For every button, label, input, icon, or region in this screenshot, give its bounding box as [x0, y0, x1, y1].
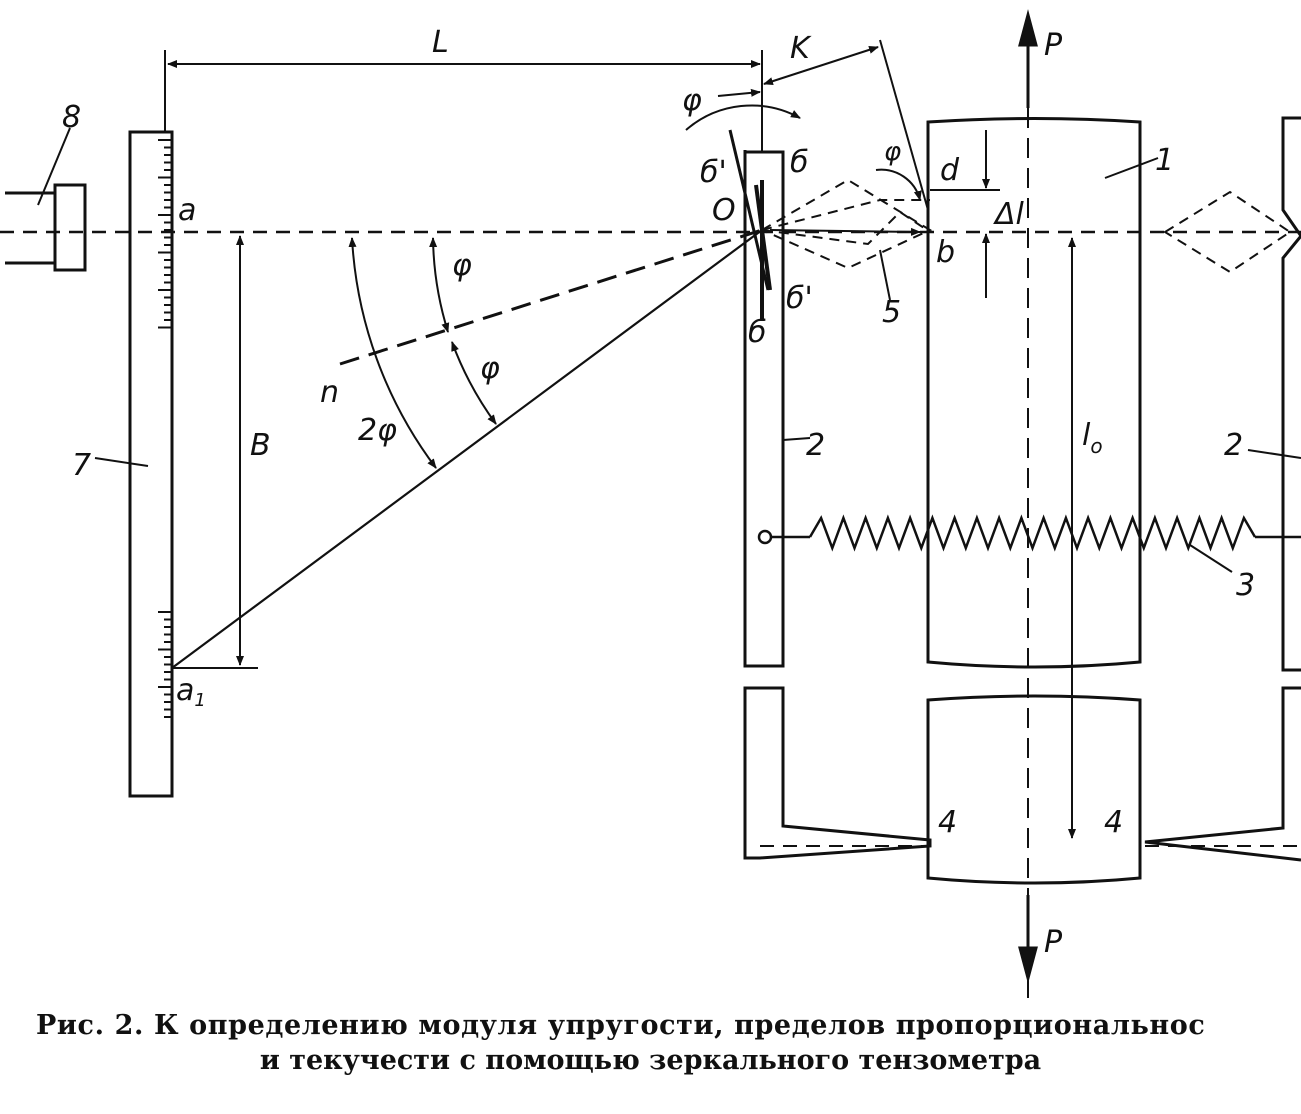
extensometer-holder-left	[743, 150, 932, 860]
mirror-normal	[339, 228, 763, 366]
label-5: 5	[882, 295, 901, 330]
label-n: n	[320, 375, 339, 410]
angle-arcs	[348, 88, 801, 469]
measuring-scale	[94, 130, 174, 798]
light-source	[5, 127, 87, 272]
label-phi-prism: φ	[884, 137, 901, 167]
reflected-ray	[171, 229, 763, 669]
label-mirror-6prime-bottom: б'	[786, 281, 813, 316]
label-phi-top: φ	[682, 83, 702, 118]
label-L: L	[432, 25, 449, 60]
spring	[771, 514, 1301, 573]
label-2-left: 2	[806, 428, 825, 463]
label-3: 3	[1236, 568, 1255, 603]
dimension-B	[172, 235, 258, 669]
label-mirror-6-bottom: б	[748, 315, 767, 350]
label-O: O	[712, 193, 736, 228]
load-axis	[1018, 9, 1038, 1000]
caption-line-1: Рис. 2. К определению модуля упругости, …	[36, 1010, 1206, 1041]
label-mirror-6prime-top: б'	[700, 155, 727, 190]
extensometer-holder-right	[1144, 116, 1301, 862]
label-P-bottom: P	[1044, 925, 1063, 960]
label-K: K	[790, 31, 812, 66]
dimension-K	[763, 39, 929, 211]
label-2-right: 2	[1224, 428, 1243, 463]
label-phi-lower: φ	[480, 351, 500, 386]
label-4-right: 4	[1104, 805, 1123, 840]
labels: L K P P φ φ φ φ 2φ a a1 B n O b d Δl lo …	[62, 25, 1255, 960]
prism-knife	[759, 178, 933, 301]
mirror	[728, 129, 772, 320]
label-7: 7	[72, 448, 91, 483]
label-1: 1	[1155, 143, 1174, 178]
label-b: b	[936, 235, 955, 270]
label-delta-l: Δl	[993, 197, 1025, 232]
dimension-L	[164, 50, 763, 152]
label-phi-normal: φ	[452, 248, 472, 283]
dimension-delta-l	[930, 130, 1000, 298]
label-a: a	[178, 193, 196, 228]
label-l0: lo	[1082, 418, 1103, 458]
label-B: B	[250, 428, 271, 463]
angle-arc-prism	[875, 168, 922, 201]
label-P-top: P	[1044, 28, 1063, 63]
label-8: 8	[62, 100, 81, 135]
label-mirror-6-top: б	[790, 145, 809, 180]
specimen	[926, 117, 1159, 885]
tensometer-diagram: L K P P φ φ φ φ 2φ a a1 B n O b d Δl lo …	[0, 9, 1301, 1000]
figure-caption: Рис. 2. К определению модуля упругости, …	[0, 1008, 1301, 1078]
caption-line-2: и текучести с помощью зеркального тензом…	[259, 1045, 1042, 1076]
label-4-left: 4	[938, 805, 957, 840]
label-a1: a1	[176, 673, 206, 711]
label-2phi: 2φ	[358, 413, 397, 448]
label-d: d	[940, 153, 960, 188]
